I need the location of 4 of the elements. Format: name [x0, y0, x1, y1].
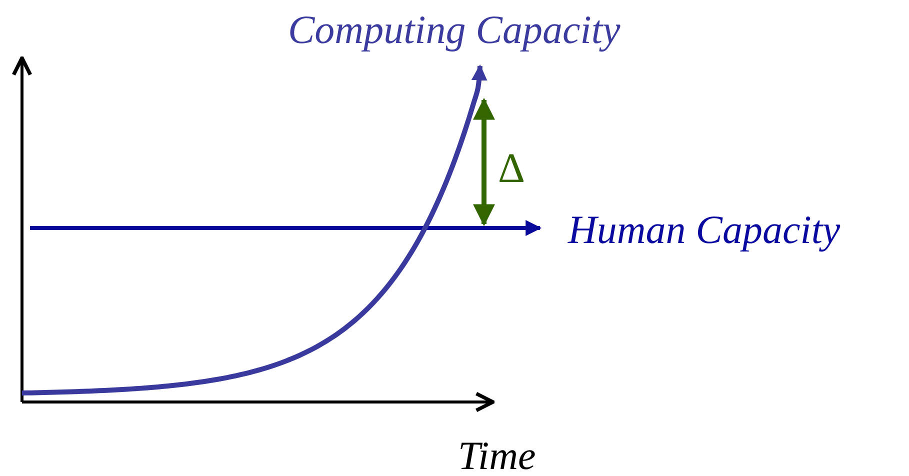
line-label: Human Capacity [568, 210, 840, 250]
axis-label: Time [458, 436, 536, 476]
delta-symbol: Δ [498, 148, 526, 190]
axis-label: Computing Capacity [288, 10, 620, 50]
